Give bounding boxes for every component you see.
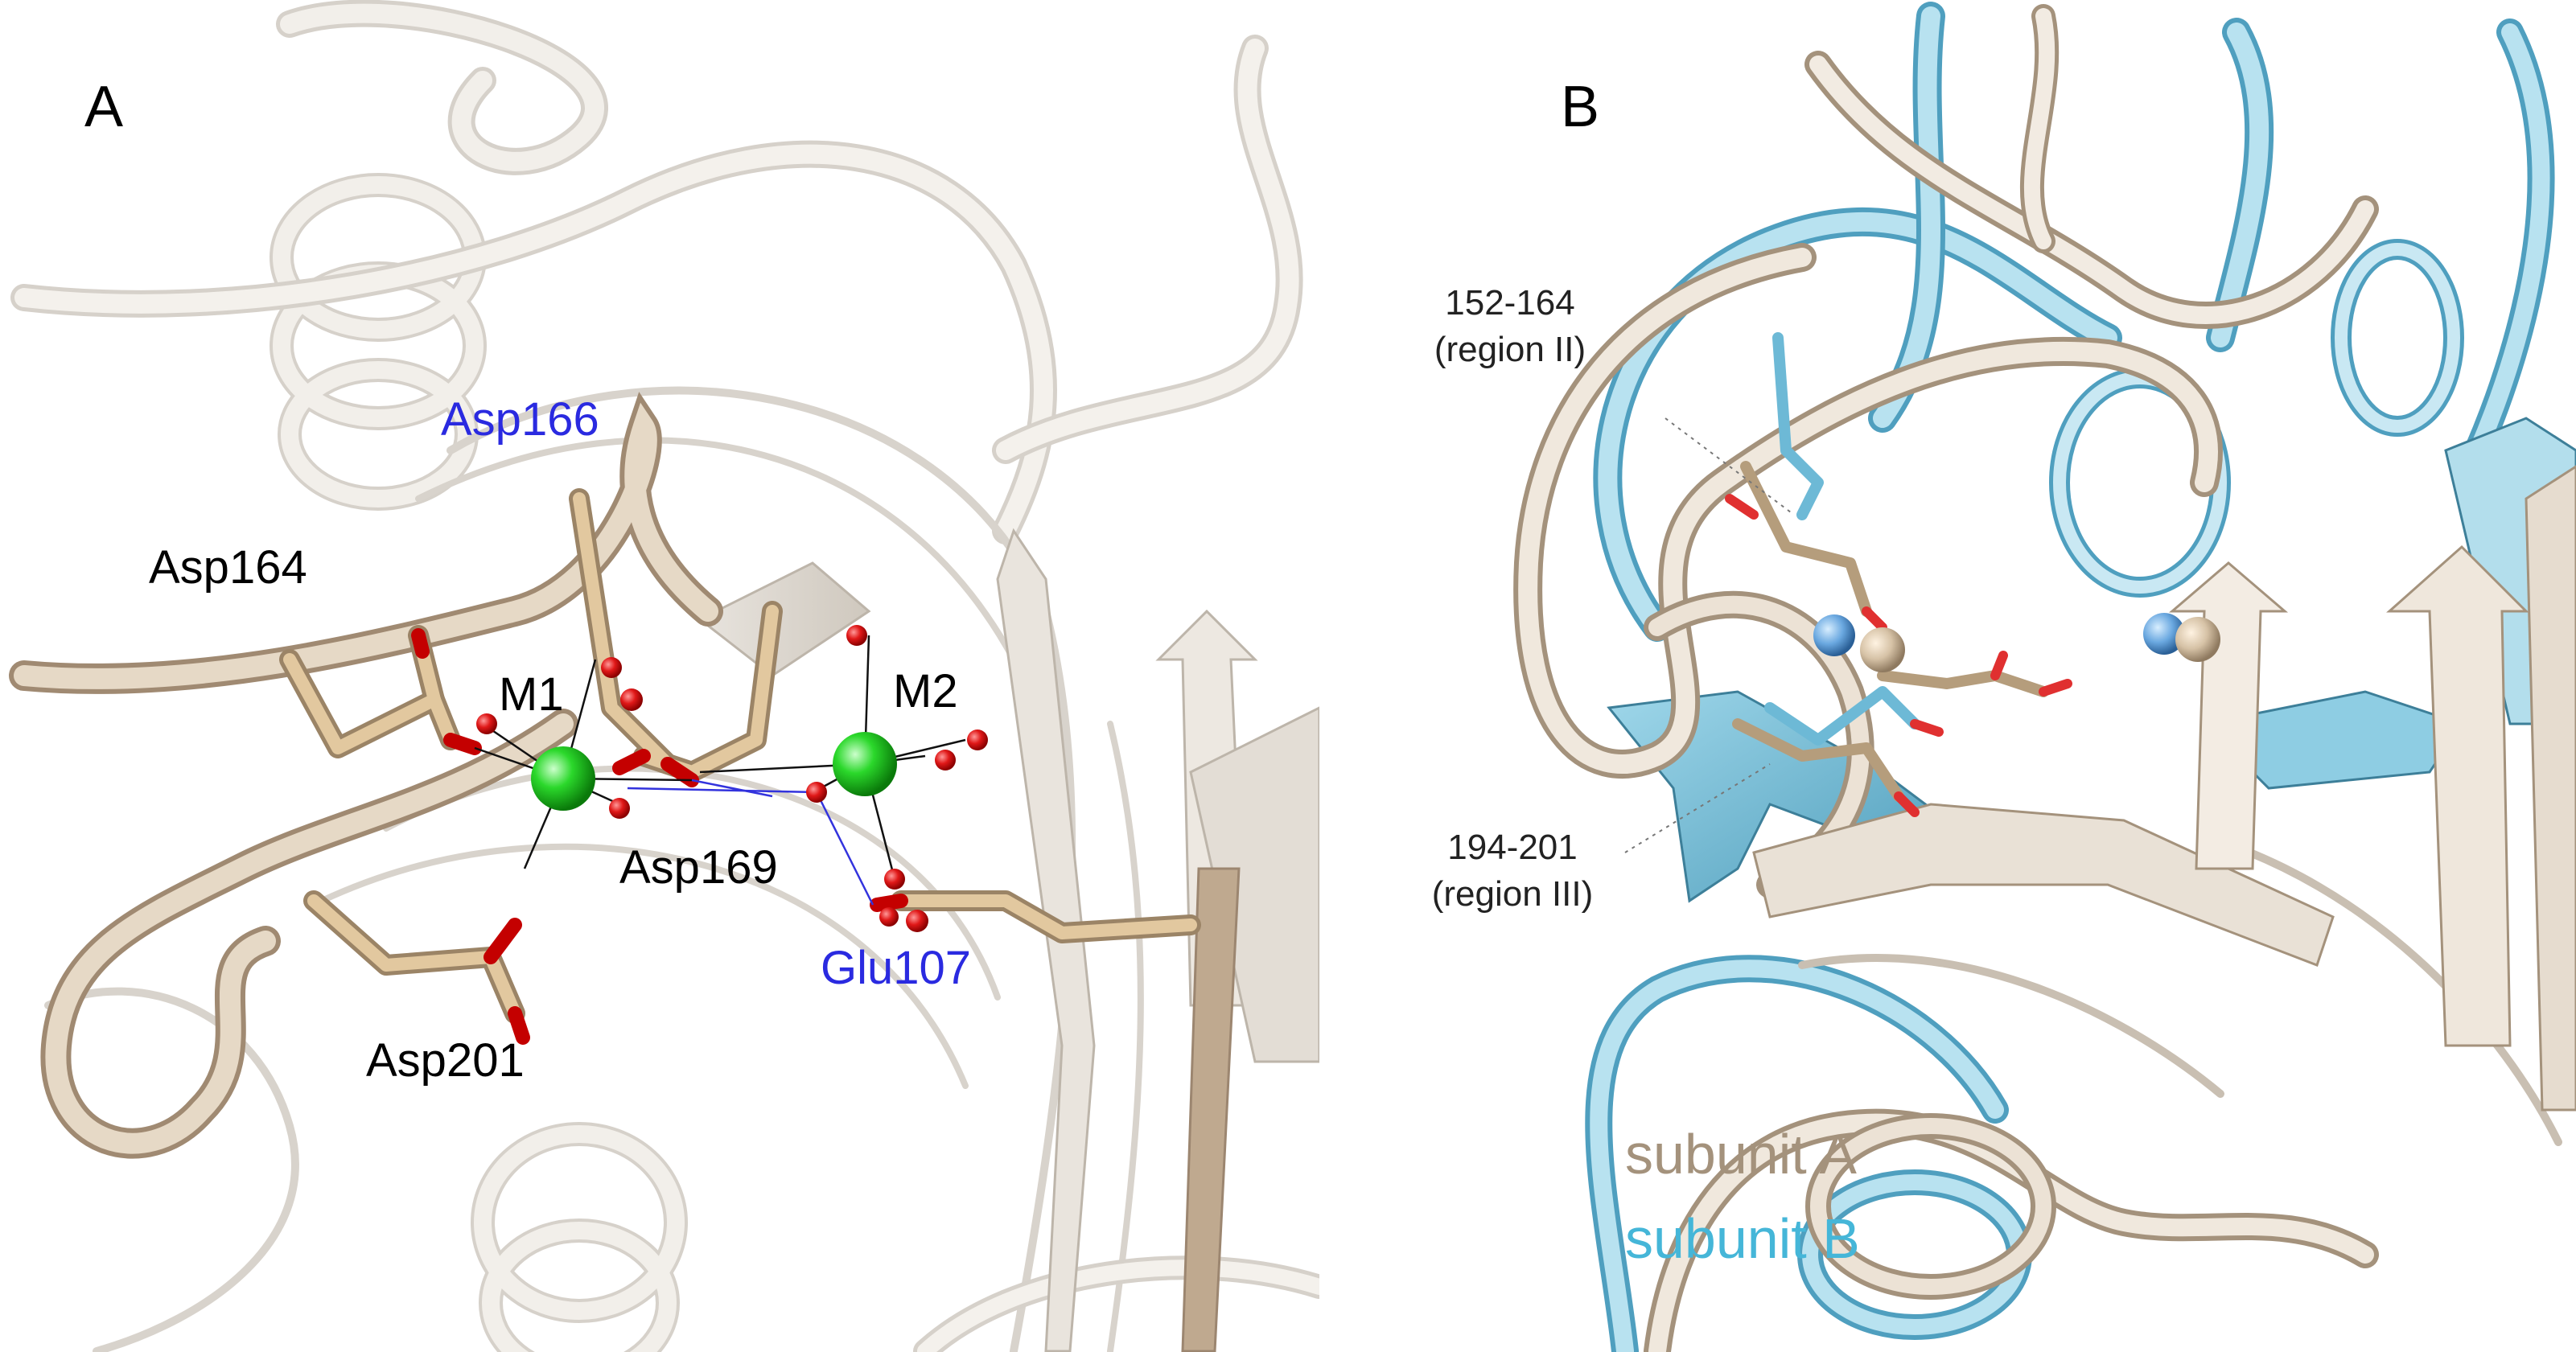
legend-subunit-b: subunit B: [1625, 1207, 1860, 1270]
side-chains: [279, 488, 1201, 1045]
label-asp166: Asp166: [441, 393, 599, 446]
label-asp169: Asp169: [619, 841, 778, 894]
region-ii-label: 152-164 (region II): [1393, 280, 1627, 373]
region-iii-range: 194-201: [1447, 828, 1578, 867]
background-ribbons: [10, 0, 1319, 1352]
hbond-lines: [627, 779, 874, 906]
active-site-sticks: [1725, 332, 2072, 817]
metal-a2: [2175, 617, 2220, 662]
leader-region-ii: [1665, 417, 1795, 516]
panel-b: B 152-164 (region II) 194-201 (region II…: [1319, 0, 2576, 1352]
panel-a-structure: [9, 0, 1319, 1352]
metal-b2: [2143, 613, 2185, 655]
panel-b-structure: [1513, 2, 2576, 1352]
subunit-a-strands: [1752, 465, 2576, 1112]
label-m1: M1: [499, 668, 564, 721]
region-iii-label: 194-201 (region III): [1396, 824, 1629, 918]
region-iii-name: (region III): [1431, 874, 1594, 914]
label-asp164: Asp164: [149, 541, 307, 594]
panel-a-letter: A: [84, 75, 124, 139]
label-m2: M2: [893, 665, 958, 717]
metal-a1: [1860, 627, 1905, 672]
panel-b-letter: B: [1561, 75, 1600, 139]
label-glu107: Glu107: [821, 942, 972, 994]
helix-top-left: [270, 173, 487, 511]
region-ii-name: (region II): [1434, 330, 1586, 369]
metal-b1: [1813, 614, 1855, 656]
panel-a: A Asp166 Asp164 M1 M2 Asp169 Glu107 Asp2…: [9, 0, 1319, 1352]
metal-m2: [833, 732, 897, 796]
region-ii-range: 152-164: [1445, 283, 1575, 323]
label-asp201: Asp201: [366, 1034, 525, 1087]
metal-m1: [531, 746, 595, 811]
water-oxygens: [476, 625, 988, 932]
legend-subunit-a: subunit A: [1625, 1123, 1857, 1186]
beta-strands: [697, 528, 1319, 1352]
